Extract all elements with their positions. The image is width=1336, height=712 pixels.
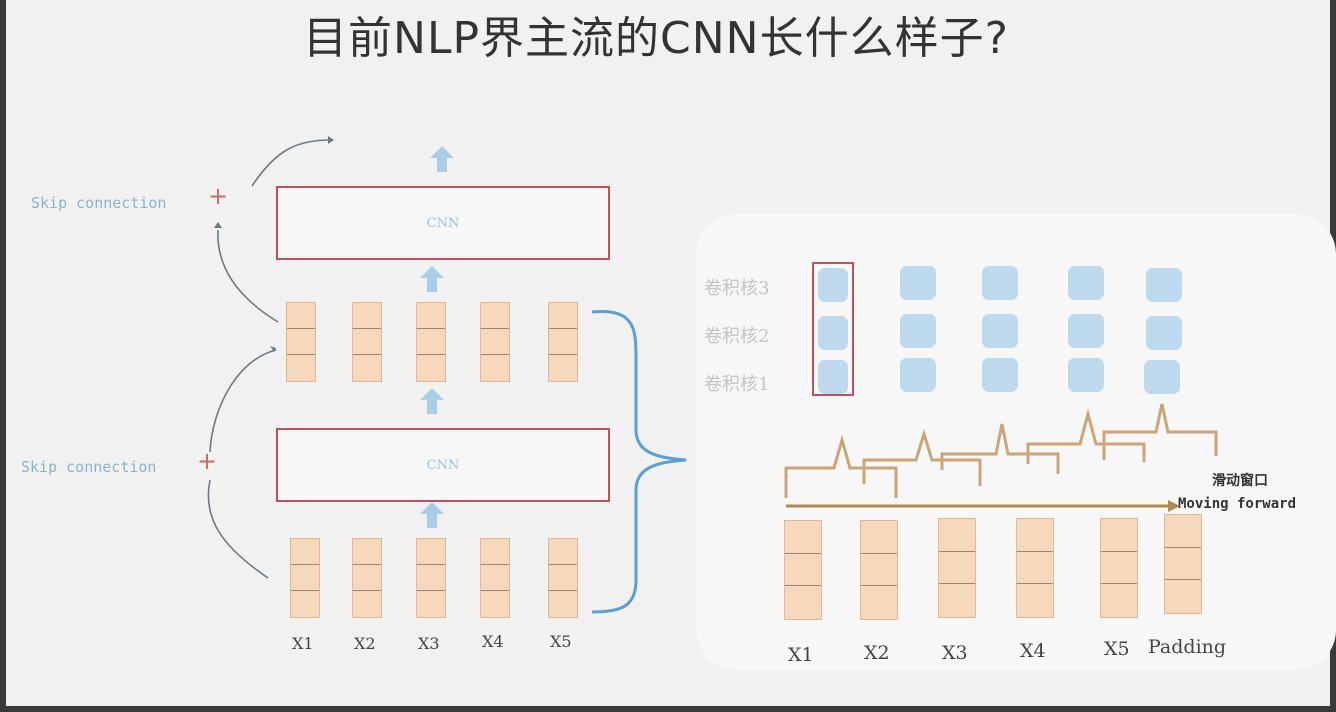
input-label-x4-right: X4 <box>1020 640 1046 662</box>
kernel-cell <box>982 358 1018 392</box>
input-label-x1: X1 <box>292 634 314 653</box>
input-vector <box>352 538 382 618</box>
input-label-x3: X3 <box>418 634 440 653</box>
input-vector <box>416 538 446 618</box>
kernel-label-1: 卷积核1 <box>704 374 770 395</box>
kernel-highlight <box>812 262 854 396</box>
padded-input-vector <box>860 520 898 620</box>
padded-input-vector <box>1016 518 1054 618</box>
cnn-layer-top: CNN <box>276 186 610 260</box>
diagram-connectors <box>207 136 1218 614</box>
kernel-cell <box>1068 358 1104 392</box>
kernel-cell <box>982 314 1018 348</box>
kernel-cell <box>818 316 848 350</box>
cnn-layer-bottom: CNN <box>276 428 610 502</box>
hidden-vector <box>416 302 446 382</box>
slide-title: 目前NLP界主流的CNN长什么样子? <box>303 13 1009 64</box>
slide: 目前NLP界主流的CNN长什么样子? Skip connection + Ski… <box>6 0 1336 706</box>
kernel-cell <box>900 266 936 300</box>
kernel-cell <box>982 266 1018 300</box>
input-label-x5: X5 <box>550 632 572 651</box>
hidden-vector <box>286 302 316 382</box>
hidden-vector <box>548 302 578 382</box>
skip-plus-bottom: + <box>197 447 218 475</box>
hidden-vector <box>352 302 382 382</box>
input-vector <box>548 538 578 618</box>
up-arrow-icons <box>420 146 454 528</box>
kernel-label-3: 卷积核3 <box>704 278 770 299</box>
skip-connection-label-top: Skip connection <box>31 194 167 212</box>
padded-input-vector <box>784 520 822 620</box>
kernel-cell <box>1144 360 1180 394</box>
kernel-cell <box>1068 266 1104 300</box>
skip-plus-top: + <box>208 182 229 210</box>
skip-connection-label-bottom: Skip connection <box>21 458 157 476</box>
input-label-x4: X4 <box>482 632 504 651</box>
sliding-window-label: 滑动窗口 <box>1212 473 1268 489</box>
input-label-x3-right: X3 <box>942 642 968 664</box>
padded-input-vector <box>1100 518 1138 618</box>
cnn-label-bottom: CNN <box>426 457 460 473</box>
input-label-x2-right: X2 <box>864 642 890 664</box>
input-label-x1-right: X1 <box>788 644 814 666</box>
input-vector <box>480 538 510 618</box>
moving-forward-label: Moving forward <box>1178 496 1297 512</box>
input-label-x5-right: X5 <box>1104 638 1130 660</box>
kernel-label-2: 卷积核2 <box>704 326 770 347</box>
hidden-vector <box>480 302 510 382</box>
kernel-cell <box>1146 316 1182 350</box>
padded-input-vector <box>938 518 976 618</box>
kernel-cell <box>900 314 936 348</box>
padding-vector <box>1164 514 1202 614</box>
input-vector <box>290 538 320 618</box>
cnn-label-top: CNN <box>426 215 460 231</box>
kernel-cell <box>818 360 848 394</box>
kernel-cell <box>818 268 848 302</box>
kernel-cell <box>1068 314 1104 348</box>
kernel-cell <box>1146 268 1182 302</box>
kernel-cell <box>900 358 936 392</box>
input-label-padding: Padding <box>1148 636 1227 658</box>
input-label-x2: X2 <box>354 634 376 653</box>
